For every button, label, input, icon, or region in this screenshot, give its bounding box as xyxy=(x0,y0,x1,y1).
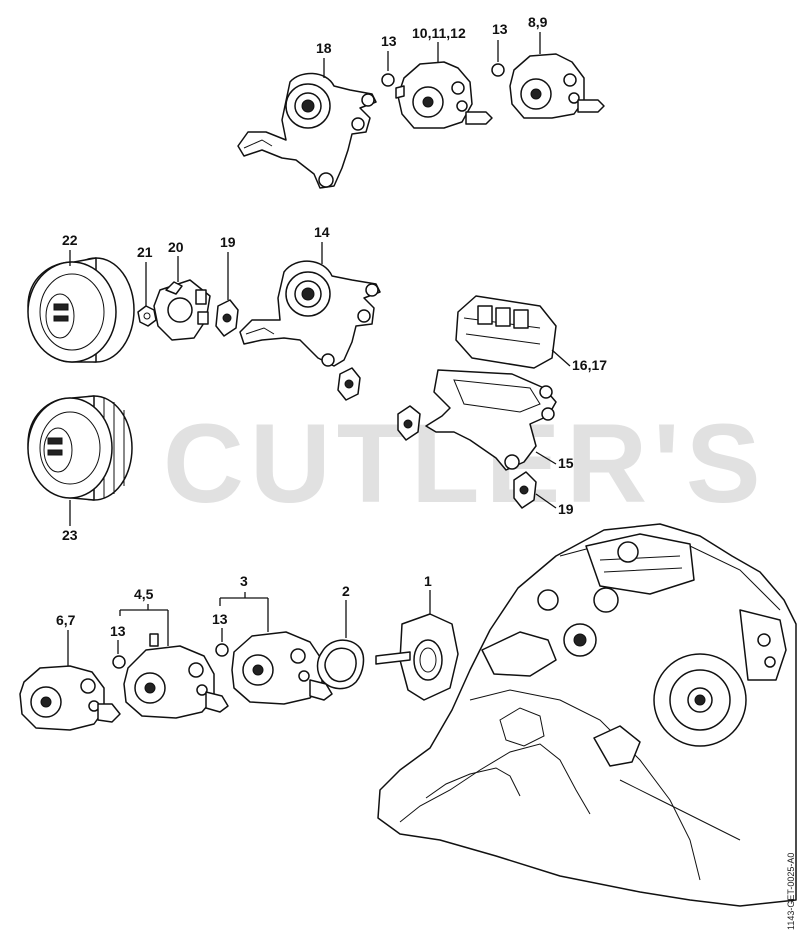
part-18-carburetor-carrier xyxy=(237,72,377,189)
part-2-gasket xyxy=(316,639,365,690)
part-13-ring-b xyxy=(491,63,505,77)
part-16-17-filter-cover xyxy=(455,295,557,369)
label-13d: 13 xyxy=(212,611,228,627)
label-10-11-12: 10,11,12 xyxy=(412,25,466,41)
label-21: 21 xyxy=(137,244,153,260)
part-10-carburetor xyxy=(395,61,493,129)
part-13-ring-d xyxy=(215,643,229,657)
part-19-damper-b xyxy=(513,471,537,509)
label-14: 14 xyxy=(314,224,330,240)
label-19a: 19 xyxy=(220,234,236,250)
label-23: 23 xyxy=(62,527,78,543)
part-1-flange xyxy=(375,613,459,701)
leader-19b xyxy=(535,493,557,509)
label-13a: 13 xyxy=(381,33,397,49)
chainsaw-body xyxy=(377,523,797,907)
part-20-filter-base xyxy=(153,279,211,341)
leader-15 xyxy=(535,451,557,465)
label-13c: 13 xyxy=(110,623,126,639)
label-22: 22 xyxy=(62,232,78,248)
part-23-air-filter xyxy=(27,395,133,501)
label-1: 1 xyxy=(424,573,432,589)
part-13-ring-c xyxy=(112,655,126,669)
part-3-carburetor xyxy=(231,631,333,705)
leader-3 xyxy=(219,592,269,632)
label-8-9: 8,9 xyxy=(528,14,548,30)
label-3: 3 xyxy=(240,573,248,589)
part-21-nut xyxy=(137,305,157,327)
label-13b: 13 xyxy=(492,21,508,37)
part-19-damper-a xyxy=(215,299,239,337)
part-15-base-plate xyxy=(425,369,557,471)
leader-4-5 xyxy=(119,604,169,646)
label-2: 2 xyxy=(342,583,350,599)
part-8-carburetor xyxy=(509,53,605,119)
label-4-5: 4,5 xyxy=(134,586,154,602)
part-22-air-filter xyxy=(27,257,135,363)
label-19b: 19 xyxy=(558,501,574,517)
leader-16-17 xyxy=(551,349,571,367)
label-15: 15 xyxy=(558,455,574,471)
part-14-carburetor-carrier xyxy=(239,260,381,367)
label-18: 18 xyxy=(316,40,332,56)
label-16-17: 16,17 xyxy=(572,357,607,373)
part-13-ring-a xyxy=(381,73,395,87)
label-20: 20 xyxy=(168,239,184,255)
part-4-5-carburetor xyxy=(123,633,229,719)
part-19-damper-c xyxy=(337,367,361,401)
part-19-damper-d xyxy=(397,405,421,441)
part-6-7-carburetor xyxy=(19,665,121,731)
label-6-7: 6,7 xyxy=(56,612,76,628)
drawing-code: 1143-GET-0025-A0 xyxy=(786,853,796,930)
